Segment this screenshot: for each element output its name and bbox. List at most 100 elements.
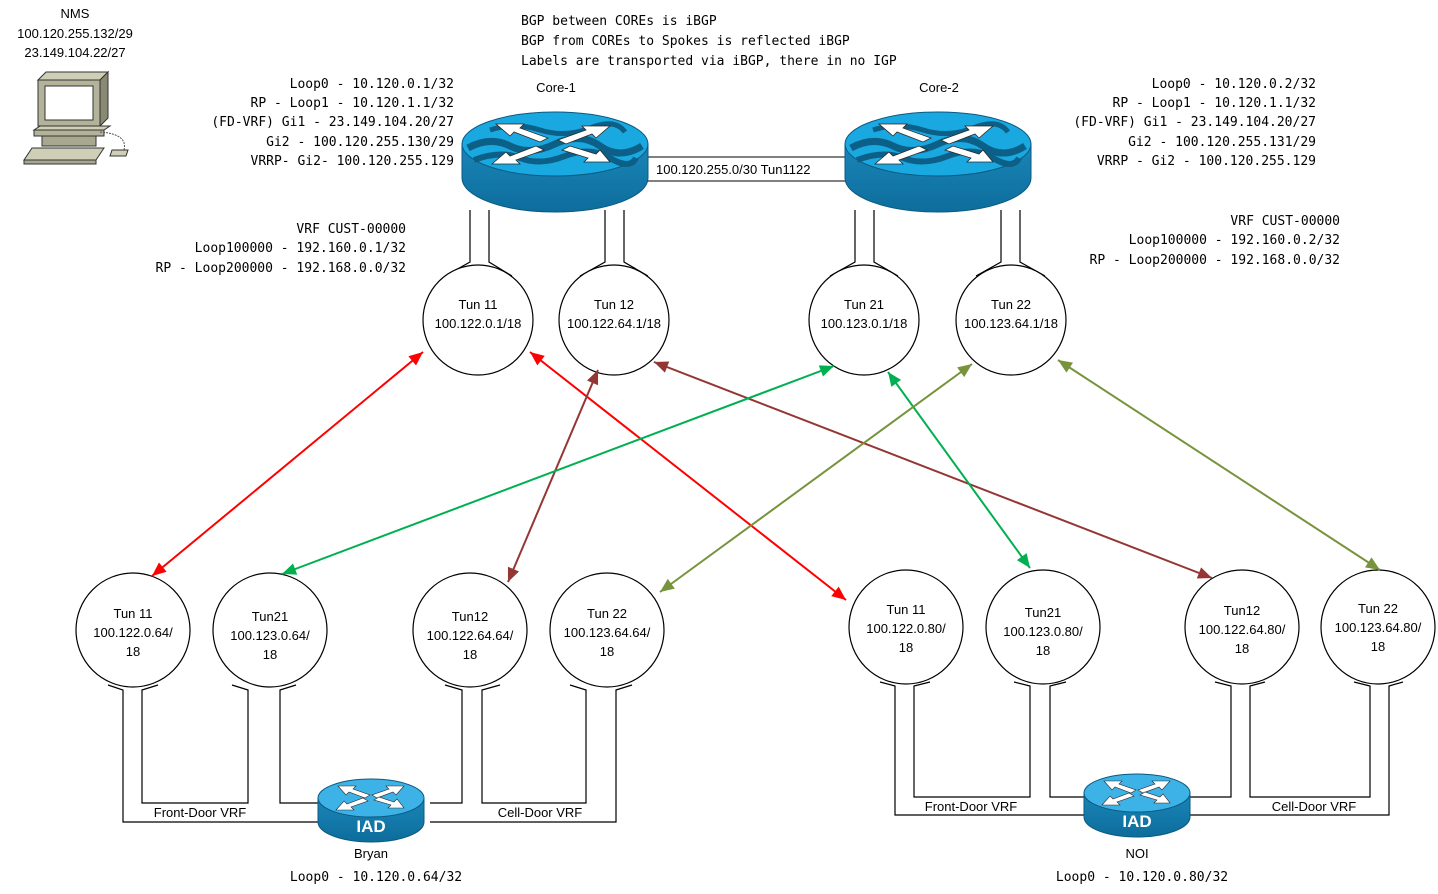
workstation-icon <box>23 70 129 165</box>
tunnel-ip: 100.122.64.1/18 <box>567 316 661 331</box>
core-1-vrf-2: Loop100000 - 192.160.0.1/32 <box>195 241 406 256</box>
core-1-iface-1: Loop0 - 10.120.0.1/32 <box>290 77 454 92</box>
core-tunnel-tun12: Tun 12 100.122.64.1/18 <box>558 264 670 376</box>
core-2-iface-2: RP - Loop1 - 10.120.1.1/32 <box>1113 96 1317 111</box>
core-1-iface-5: VRRP- Gi2- 100.120.255.129 <box>251 154 455 169</box>
core-2: Core-2 Loop0 - 10.120.0.2/32 RP - Loop1 … <box>845 77 1340 268</box>
core-2-iface-5: VRRP - Gi2 - 100.120.255.129 <box>1097 154 1316 169</box>
core-1: Core-1 Loop0 - 10.120.0.1/32 RP - Loop1 … <box>156 77 648 276</box>
arrowhead <box>660 578 675 592</box>
core-1-vrf-3: RP - Loop200000 - 192.168.0.0/32 <box>156 261 406 276</box>
tunnel-name: Tun 11 <box>886 602 925 617</box>
tunnel-name: Tun12 <box>1224 603 1260 618</box>
tunnel-links <box>151 351 1381 601</box>
arrowhead <box>282 563 298 575</box>
tunnel-ip: 100.122.64.80/ <box>1199 622 1286 637</box>
core-2-iface-3: (FD-VRF) Gi1 - 23.149.104.20/27 <box>1073 115 1316 130</box>
tunnel-link-arrow <box>507 369 599 583</box>
core-1-vrf-1: VRF CUST-00000 <box>296 222 406 237</box>
tunnel-ip: 100.123.64.1/18 <box>964 316 1058 331</box>
core-2-iface-4: Gi2 - 100.120.255.131/29 <box>1128 135 1316 150</box>
arrowhead <box>408 352 423 366</box>
core-1-name: Core-1 <box>536 80 576 95</box>
tunnel-link-line <box>151 351 424 577</box>
core-tunnel-tun11: Tun 11 100.122.0.1/18 <box>422 264 534 376</box>
noi-front-door-label: Front-Door VRF <box>925 799 1018 814</box>
tunnel-mask: 18 <box>1036 643 1050 658</box>
arrowhead <box>1016 553 1030 568</box>
tunnel-link-line <box>529 351 847 601</box>
bryan-tunnel-tun12: Tun12 100.122.64.64/ 18 <box>412 572 528 688</box>
bryan-cell-door-label: Cell-Door VRF <box>498 805 583 820</box>
tunnel-ip: 100.123.0.80/ <box>1003 624 1083 639</box>
nms: NMS 100.120.255.132/29 23.149.104.22/27 <box>17 6 133 165</box>
tunnel-name: Tun 22 <box>1358 601 1398 616</box>
core-2-vrf-2: Loop100000 - 192.160.0.2/32 <box>1129 233 1340 248</box>
arrowhead <box>530 352 545 366</box>
bryan-tunnel-tun11: Tun 11 100.122.0.64/ 18 <box>75 572 191 688</box>
arrowhead <box>1364 557 1380 570</box>
spoke-bryan: IAD Bryan Loop0 - 10.120.0.64/32 <box>290 778 462 885</box>
arrowhead <box>152 562 167 576</box>
arrowhead <box>1196 567 1212 579</box>
noi-cell-door-label: Cell-Door VRF <box>1272 799 1357 814</box>
tunnel-name: Tun 22 <box>991 297 1031 312</box>
tunnel-mask: 18 <box>899 640 913 655</box>
bryan-tunnel-tun22: Tun 22 100.123.64.64/ 18 <box>549 572 665 688</box>
core-tunnel-tun22: Tun 22 100.123.64.1/18 <box>955 264 1067 376</box>
tunnel-name: Tun12 <box>452 609 488 624</box>
noi-tunnel-tun21: Tun21 100.123.0.80/ 18 <box>985 569 1101 685</box>
tunnel-name: Tun 21 <box>844 297 884 312</box>
tunnel-link-arrow <box>529 351 847 601</box>
core-2-iface-1: Loop0 - 10.120.0.2/32 <box>1152 77 1316 92</box>
tunnel-mask: 18 <box>263 647 277 662</box>
nms-ip-1: 100.120.255.132/29 <box>17 26 133 41</box>
router-icon <box>462 112 648 212</box>
bryan-tunnel-tun21: Tun21 100.123.0.64/ 18 <box>212 572 328 688</box>
tunnel-name: Tun21 <box>252 609 288 624</box>
iad-device-label: IAD <box>356 817 385 836</box>
core-2-vrf-1: VRF CUST-00000 <box>1230 214 1340 229</box>
tunnel-mask: 18 <box>1235 641 1249 656</box>
tunnel-link-arrow <box>1057 359 1381 571</box>
iad-device-label: IAD <box>1122 812 1151 831</box>
tunnel-link-line <box>507 369 599 583</box>
tunnel-link-arrow <box>281 365 835 575</box>
arrowhead <box>831 586 846 600</box>
tunnel-mask: 18 <box>463 647 477 662</box>
tunnel-name: Tun 11 <box>113 606 152 621</box>
note-line-2: BGP from COREs to Spokes is reflected iB… <box>521 34 850 49</box>
tunnel-link-line <box>1057 359 1381 571</box>
arrowhead <box>1058 360 1074 373</box>
tunnel-ip: 100.122.0.64/ <box>93 625 173 640</box>
router-icon <box>845 112 1031 212</box>
arrowhead <box>957 364 972 378</box>
spoke-noi: IAD NOI Loop0 - 10.120.0.80/32 <box>1056 773 1228 885</box>
tunnel-ip: 100.123.64.64/ <box>564 625 651 640</box>
spoke-name: Bryan <box>354 846 388 861</box>
notes: BGP between COREs is iBGP BGP from COREs… <box>521 14 897 69</box>
tunnel-link-arrow <box>151 351 424 577</box>
tunnel-name: Tun 12 <box>594 297 634 312</box>
core-tunnel-tun21: Tun 21 100.123.0.1/18 <box>808 264 920 376</box>
tunnel-ip: 100.122.0.1/18 <box>435 316 522 331</box>
tunnel-link-arrow <box>653 361 1213 579</box>
tunnel-ip: 100.122.64.64/ <box>427 628 514 643</box>
tunnel-ip: 100.123.0.64/ <box>230 628 310 643</box>
core-2-name: Core-2 <box>919 80 959 95</box>
spoke-loopback: Loop0 - 10.120.0.80/32 <box>1056 870 1228 885</box>
noi-wiring <box>879 681 1404 816</box>
noi-tunnel-tun11: Tun 11 100.122.0.80/ 18 <box>848 569 964 685</box>
arrowhead <box>888 372 902 387</box>
tunnel-ip: 100.123.64.80/ <box>1335 620 1422 635</box>
core-1-iface-3: (FD-VRF) Gi1 - 23.149.104.20/27 <box>211 115 454 130</box>
tunnel-name: Tun 22 <box>587 606 627 621</box>
tunnel-mask: 18 <box>1371 639 1385 654</box>
tunnel-ip: 100.122.0.80/ <box>866 621 946 636</box>
tunnel-link-line <box>659 363 973 593</box>
arrowhead <box>654 361 670 373</box>
tunnel-link-line <box>887 371 1031 569</box>
bryan-wiring <box>107 684 633 823</box>
tunnel-ip: 100.123.0.1/18 <box>821 316 908 331</box>
